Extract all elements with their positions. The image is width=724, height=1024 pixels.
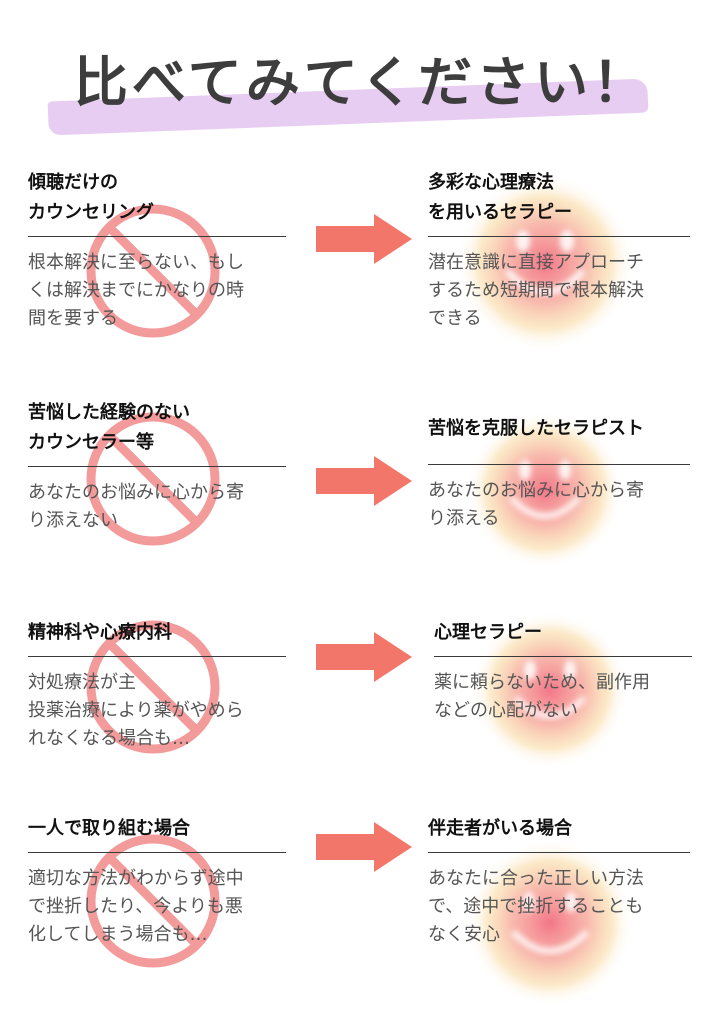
left-description: 適切な方法がわからず途中 で挫折したり、今よりも悪 化してしまう場合も… [28, 868, 244, 945]
prohibition-icon [86, 204, 220, 338]
prohibition-icon [86, 412, 220, 546]
left-description: 根本解決に至らない、もし くは解決までにかなりの時 間を要する [28, 252, 244, 329]
prohibition-icon [86, 834, 220, 968]
right-arrow-icon [316, 822, 412, 872]
left-description: あなたのお悩みに心から寄 り添えない [28, 482, 244, 531]
left-column: 一人で取り組む場合 適切な方法がわからず途中 で挫折したり、今よりも悪 化してし… [28, 814, 286, 949]
right-description: あなたのお悩みに心から寄 り添える [428, 480, 644, 529]
right-column: 苦悩を克服したセラピスト あなたのお悩みに心から寄 り添える [428, 414, 690, 533]
prohibition-icon [86, 620, 220, 754]
right-description: あなたに合った正しい方法 で、途中で挫折することも なく安心 [428, 868, 644, 945]
right-description: 潜在意識に直接アプローチ するため短期間で根本解決 できる [428, 252, 644, 329]
right-arrow-icon [316, 456, 412, 506]
page-title: 比べてみてください！ [73, 51, 651, 114]
left-column: 苦悩した経験のない カウンセラー等 あなたのお悩みに心から寄 り添えない [28, 398, 286, 535]
left-description: 対処療法が主 投薬治療により薬がやめら れなくなる場合も… [28, 672, 244, 749]
left-heading: 一人で取り組む場合 [28, 814, 286, 853]
right-arrow-icon [316, 214, 412, 264]
right-column: 多彩な心理療法 を用いるセラピー 潜在意識に直接アプローチ するため短期間で根本… [428, 168, 690, 333]
title-area: 比べてみてください！ [0, 0, 724, 150]
right-heading: 苦悩を克服したセラピスト [428, 414, 690, 465]
smiley-glow-icon [467, 840, 633, 1006]
left-heading: 苦悩した経験のない カウンセラー等 [28, 398, 286, 467]
right-heading: 多彩な心理療法 を用いるセラピー [428, 168, 690, 237]
right-heading: 伴走者がいる場合 [428, 814, 690, 853]
right-column: 伴走者がいる場合 あなたに合った正しい方法 で、途中で挫折することも なく安心 [428, 814, 690, 949]
left-heading: 精神科や心療内科 [28, 618, 286, 657]
right-column: 心理セラピー 薬に頼らないため、副作用 などの心配がない [434, 618, 692, 725]
right-heading: 心理セラピー [434, 618, 692, 657]
left-heading: 傾聴だけの カウンセリング [28, 168, 286, 237]
smiley-glow-icon [457, 175, 633, 351]
left-column: 傾聴だけの カウンセリング 根本解決に至らない、もし くは解決までにかなりの時 … [28, 168, 286, 333]
smiley-glow-icon [472, 612, 628, 768]
right-description: 薬に頼らないため、副作用 などの心配がない [434, 672, 650, 721]
right-arrow-icon [316, 632, 412, 682]
smiley-glow-icon [467, 412, 623, 568]
left-column: 精神科や心療内科 対処療法が主 投薬治療により薬がやめら れなくなる場合も… [28, 618, 286, 753]
